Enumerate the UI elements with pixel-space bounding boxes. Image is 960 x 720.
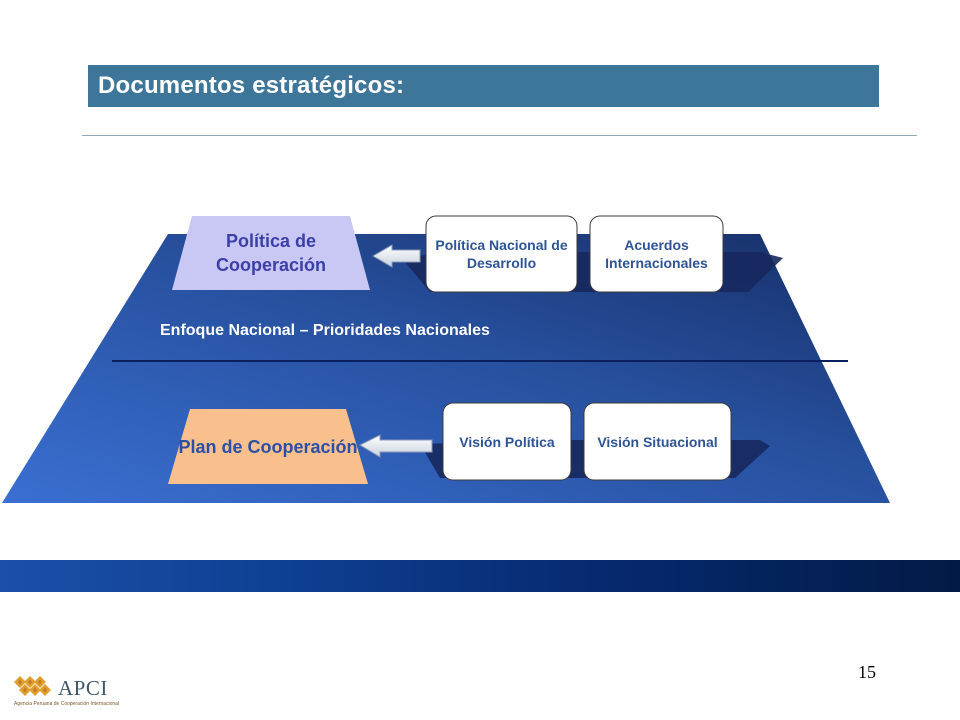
box-politica-nacional-text: Política Nacional de Desarrollo [435, 237, 568, 271]
politica-label: Política de Cooperación [215, 231, 326, 275]
slide-title: Documentos estratégicos: [98, 72, 405, 99]
enfoque-label: Enfoque Nacional – Prioridades Nacionale… [160, 322, 490, 339]
bottom-arrow [358, 434, 433, 458]
apci-logo-icon [14, 676, 51, 696]
box-vision-situacional [583, 402, 732, 481]
box-acuerdos-text: Acuerdos Internacionales [605, 237, 708, 271]
title-bar: Documentos estratégicos: [88, 65, 879, 107]
box-acuerdos [589, 215, 724, 293]
box-vision-politica-text: Visión Política [459, 433, 555, 450]
box-vision-politica [442, 402, 572, 481]
plan-label: Plan de Cooperación [178, 436, 358, 457]
logo-name: APCI [58, 676, 108, 700]
box-vision-situacional-text: Visión Situacional [597, 433, 718, 450]
title-divider [82, 135, 917, 136]
page-number: 15 [858, 662, 876, 682]
box-politica-nacional [425, 215, 578, 293]
politica-panel [172, 216, 370, 290]
plan-panel [168, 409, 368, 484]
logo-subtitle: Agencia Peruana de Cooperación Internaci… [14, 701, 120, 707]
top-arrow [372, 244, 421, 268]
footer-band [0, 560, 960, 592]
